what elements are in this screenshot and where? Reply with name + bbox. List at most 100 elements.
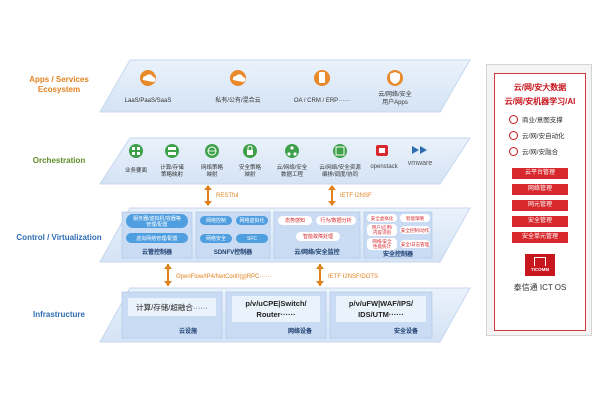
- security-controller-title: 安全控制器: [383, 250, 414, 258]
- infra-security-box: p/v/uFW|WAF/IPS/ IDS/UTM······ 安全设备: [329, 291, 433, 339]
- os-row-intent: 商业/意图支撑: [509, 114, 585, 124]
- svg-text:安全控制/动作: 安全控制/动作: [401, 227, 430, 234]
- orch-item-network-policy: 网络策略 映射: [201, 144, 224, 178]
- app-label-oa: OA / CRM / ERP······: [294, 98, 350, 104]
- openflow-connector: OpenFlow/IP4/NetConf/(g)RPC······: [164, 264, 271, 286]
- infra-cloud-box: 计算/存储/超融合······ 云设施: [121, 291, 223, 339]
- sdnfv-pills: 网络控制 网络虚拟化 网络安全 SFC: [200, 216, 268, 243]
- orch-label-data-eng: 云/网络/安全: [277, 163, 308, 171]
- restful-label: RESTful: [216, 193, 238, 199]
- cloud-pill-vnet: 虚拟网络管理/配置: [126, 233, 188, 243]
- apps-layer-slab: [99, 59, 471, 113]
- architecture-diagram: LaaS/PaaS/SaaS 私有/公有/混合云 OA / CRM / ERP·…: [99, 59, 471, 343]
- svg-text:网络安全: 网络安全: [206, 235, 226, 242]
- ietf-dots-label: IETF I2NSF/DOTS: [328, 274, 378, 280]
- svg-text:SFC: SFC: [247, 236, 257, 242]
- openstack-logo: openstack: [370, 145, 399, 170]
- svg-text:行为/数据分析: 行为/数据分析: [320, 217, 351, 224]
- svg-text:用户/应用/: 用户/应用/: [372, 224, 393, 231]
- ietf-dots-connector: IETF I2NSF/DOTS: [316, 264, 378, 286]
- svg-text:安全/日志管理: 安全/日志管理: [401, 241, 430, 248]
- openstack-label: openstack: [370, 164, 398, 170]
- sdnfv-controller-title: SDNFV控制器: [214, 248, 253, 256]
- svg-text:网络虚拟化: 网络虚拟化: [239, 217, 264, 224]
- svg-text:性能统计: 性能统计: [373, 243, 391, 250]
- svg-text:虚拟网络管理/配置: 虚拟网络管理/配置: [136, 235, 177, 242]
- app-label-user-apps-2: 用户Apps: [382, 98, 408, 106]
- security-mgmt-button[interactable]: 安全管理: [512, 216, 568, 227]
- app-item-cloud: 私有/公有/混合云: [215, 70, 261, 104]
- orch-label-business: 业务要面: [125, 166, 148, 174]
- orch-item-compute: 计算/存储 策略映射: [160, 144, 184, 178]
- svg-text:智能故障处理: 智能故障处理: [303, 233, 333, 240]
- svg-text:态势感知: 态势感知: [285, 217, 305, 224]
- vmware-label: vmware: [408, 160, 433, 167]
- security-pills: 安全虚拟化 智能策略 用户/应用/ 内容识别 安全控制/动作 网络/安全 性能统…: [367, 214, 430, 250]
- fusion-icon: [509, 146, 518, 156]
- ict-os-panel: 云/网/安大数据 云/网/安机器学习/AI 商业/意图支撑 云/网/安自动化 云…: [486, 64, 592, 336]
- ict-os-inner: 云/网/安大数据 云/网/安机器学习/AI 商业/意图支撑 云/网/安自动化 云…: [494, 73, 586, 331]
- app-item-user-apps: 云/网络/安全 用户Apps: [378, 70, 412, 106]
- network-mgmt-button[interactable]: 网络管理: [512, 184, 568, 195]
- security-unit-mgmt-button[interactable]: 安全单元管理: [512, 232, 568, 243]
- svg-text:网络/安全: 网络/安全: [372, 238, 392, 245]
- orch-item-data-eng: 云/网络/安全 数据工程: [277, 144, 308, 178]
- monitor-title: 云/网络/安全监控: [294, 248, 339, 256]
- infra-security-text-2: IDS/UTM······: [358, 310, 404, 319]
- orch-item-security-policy: 安全策略 映射: [239, 144, 262, 178]
- orch-label-resources-2: 编排/调度/协同: [322, 170, 359, 178]
- cloud-controller-title: 云管控制器: [142, 248, 173, 256]
- ict-os-footer: 泰信通 ICT OS: [513, 283, 567, 292]
- infra-network-text-2: Router······: [256, 310, 295, 319]
- layer-label-infrastructure: Infrastructure: [32, 310, 85, 319]
- app-item-oa: OA / CRM / ERP······: [294, 70, 350, 104]
- orch-label-compute-2: 策略映射: [161, 170, 184, 178]
- svg-text:智能策略: 智能策略: [406, 215, 424, 222]
- infra-cloud-text: 计算/存储/超融合······: [136, 302, 208, 312]
- orch-label-network-policy-2: 映射: [206, 170, 218, 178]
- infra-network-box: p/v/uCPE|Switch/ Router······ 网络设备: [225, 291, 327, 339]
- restful-connector: RESTful: [204, 185, 238, 206]
- infra-network-title: 网络设备: [288, 327, 313, 335]
- infra-security-text: p/v/uFW|WAF/IPS/: [349, 299, 414, 308]
- orch-label-compute: 计算/存储: [160, 163, 184, 171]
- openflow-label: OpenFlow/IP4/NetConf/(g)RPC······: [176, 274, 271, 280]
- svg-text:服务器/虚拟机/容器等: 服务器/虚拟机/容器等: [133, 215, 181, 222]
- ietf-i2nsf-label: IETF I2NSF: [340, 193, 372, 199]
- app-label-user-apps: 云/网络/安全: [378, 90, 411, 98]
- intent-icon: [509, 114, 518, 124]
- svg-text:网络控制: 网络控制: [206, 217, 226, 224]
- orch-label-network-policy: 网络策略: [201, 163, 224, 171]
- infra-network-text: p/v/uCPE|Switch/: [245, 299, 307, 308]
- svg-text:安全虚拟化: 安全虚拟化: [371, 215, 394, 222]
- vmware-logo: vmware: [408, 146, 433, 167]
- app-item-laas: LaaS/PaaS/SaaS: [125, 70, 172, 104]
- ticomm-logo: TICOMM: [525, 254, 555, 276]
- orch-label-data-eng-2: 数据工程: [281, 170, 304, 178]
- layer-label-orchestration: Orchestration: [32, 156, 86, 165]
- orch-item-business: 业务要面: [125, 144, 148, 174]
- orch-label-security-policy-2: 映射: [244, 170, 256, 178]
- layer-label-control: Control / Virtualization: [16, 233, 102, 242]
- cloud-pill-servers: 服务器/虚拟机/容器等 管理/配置: [126, 214, 188, 228]
- os-heading-ai: 云/网/安机器学习/AI: [504, 97, 576, 106]
- svg-text:管理/配置: 管理/配置: [146, 221, 167, 228]
- os-row-fusion: 云/网/安融合: [509, 146, 585, 156]
- svg-text:内容识别: 内容识别: [373, 229, 391, 236]
- app-label-cloud: 私有/公有/混合云: [215, 96, 260, 104]
- element-mgmt-button[interactable]: 网元管理: [512, 200, 568, 211]
- orch-label-security-policy: 安全策略: [239, 163, 262, 171]
- infra-cloud-title: 云设施: [179, 327, 197, 335]
- monitor-pills: 态势感知 行为/数据分析 智能故障处理: [278, 216, 356, 241]
- os-row-automation: 云/网/安自动化: [509, 130, 585, 140]
- ticomm-logo-text: TICOMM: [530, 267, 550, 272]
- orch-item-resources: 云/网络/安全资源 编排/调度/协同: [319, 144, 361, 178]
- os-heading-bigdata: 云/网/安大数据: [513, 83, 567, 92]
- cloud-platform-mgmt-button[interactable]: 云平台管理: [512, 168, 568, 179]
- app-label-laas: LaaS/PaaS/SaaS: [125, 98, 172, 104]
- infra-security-title: 安全设备: [394, 327, 419, 335]
- orch-label-resources: 云/网络/安全资源: [319, 163, 361, 171]
- automation-icon: [509, 130, 518, 140]
- layer-label-apps: Apps / Services Ecosystem: [29, 75, 89, 94]
- ietf-i2nsf-connector: IETF I2NSF: [328, 185, 372, 206]
